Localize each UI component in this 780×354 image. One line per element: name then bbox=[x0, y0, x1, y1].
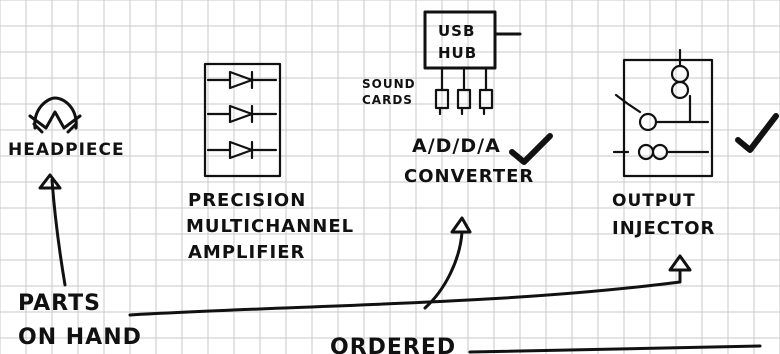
output-injector-icon bbox=[612, 48, 714, 178]
ordered-label: ORDERED bbox=[330, 335, 456, 354]
usb-hub-label-line2: HUB bbox=[438, 44, 477, 62]
output-injector-label-line1: OUTPUT bbox=[612, 191, 696, 211]
usb-hub-label-line1: USB bbox=[438, 22, 475, 40]
checkmark-icon bbox=[735, 113, 779, 153]
amplifier-label-line1: PRECISION bbox=[188, 190, 306, 211]
converter-label-line2: CONVERTER bbox=[404, 166, 534, 187]
parts-on-hand-label-line1: PARTS bbox=[18, 291, 101, 316]
converter-label-line1: A/D/D/A bbox=[412, 135, 501, 157]
sound-card-icon bbox=[434, 66, 494, 116]
checkmark-icon bbox=[509, 133, 553, 165]
arrow-up-icon bbox=[38, 173, 67, 287]
sound-cards-label-line1: SOUND bbox=[362, 77, 416, 91]
parts-on-hand-label-line2: ON HAND bbox=[18, 325, 142, 350]
amplifier-label-line3: AMPLIFIER bbox=[188, 242, 305, 263]
headpiece-icon bbox=[28, 96, 82, 134]
amplifier-icon bbox=[203, 62, 282, 178]
arrow-up-icon bbox=[128, 254, 692, 317]
sound-cards-label-line2: CARDS bbox=[362, 93, 413, 107]
amplifier-label-line2: MULTICHANNEL bbox=[186, 216, 354, 237]
ordered-underline bbox=[468, 344, 762, 354]
arrow-up-icon bbox=[423, 216, 472, 310]
usb-hub-icon bbox=[423, 10, 522, 70]
output-injector-label-line2: INJECTOR bbox=[612, 218, 715, 239]
headpiece-label: HEADPIECE bbox=[8, 140, 125, 160]
